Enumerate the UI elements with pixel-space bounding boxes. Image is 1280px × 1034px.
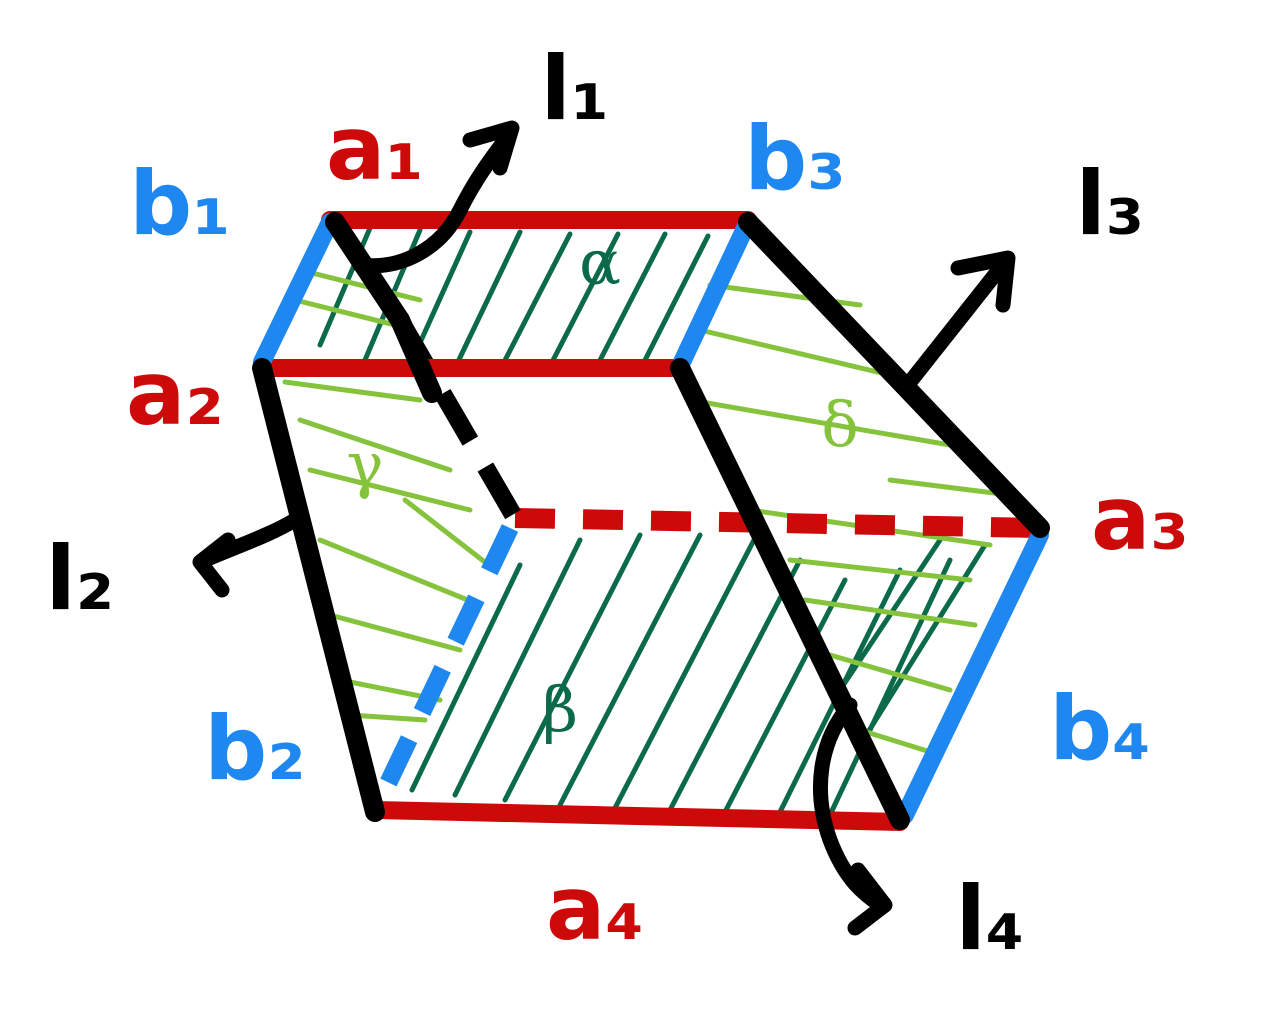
- arrow-l2-head: [192, 532, 236, 598]
- label-alpha: α: [579, 226, 621, 299]
- edge-l1-lower: [390, 310, 442, 403]
- label-b3: b₃: [744, 107, 846, 210]
- edge-b1: [253, 213, 339, 371]
- arrow-l4-head: [847, 862, 893, 936]
- label-beta: β: [542, 673, 578, 746]
- label-a4: a₄: [546, 857, 644, 960]
- label-a1: a₁: [326, 97, 424, 200]
- label-b4: b₄: [1049, 677, 1151, 780]
- arrows: [192, 120, 1016, 936]
- arrow-l1-head: [462, 120, 520, 176]
- hidden-edge-b2: [371, 524, 519, 804]
- red-edges: [253, 211, 909, 831]
- gamma-face-hatching: [282, 267, 498, 723]
- label-a2: a₂: [126, 342, 224, 445]
- label-l1: l₁: [541, 37, 610, 140]
- edge-a4: [366, 801, 909, 831]
- blue-edges: [253, 213, 1049, 824]
- edge-l2: [252, 358, 385, 822]
- edge-l4: [670, 358, 910, 830]
- label-a3: a₃: [1091, 467, 1189, 570]
- edge-b3: [673, 213, 757, 371]
- label-b1: b₁: [129, 152, 231, 255]
- arrow-l4: [813, 697, 888, 913]
- label-gamma: γ: [346, 428, 383, 501]
- label-l3: l₃: [1076, 152, 1145, 255]
- black-edges: [252, 212, 1050, 830]
- arrow-l1: [352, 132, 513, 274]
- label-delta: δ: [821, 388, 858, 461]
- label-l4: l₄: [956, 867, 1025, 970]
- edge-b4: [896, 526, 1049, 824]
- hidden-edge-a3: [514, 508, 1041, 538]
- label-l2: l₂: [46, 527, 115, 630]
- arrow-l3-head: [950, 250, 1016, 313]
- edge-l3: [738, 212, 1050, 538]
- label-b2: b₂: [204, 697, 306, 800]
- arrow-l3: [902, 254, 1013, 390]
